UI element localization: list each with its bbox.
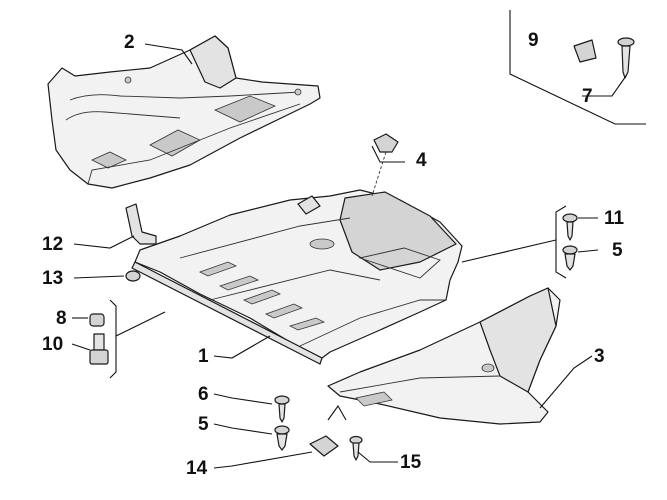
callout-5-right: 5 <box>612 240 623 261</box>
callout-7: 7 <box>582 86 593 107</box>
callout-1: 1 <box>198 346 209 367</box>
part-14-clip-plate <box>309 435 339 457</box>
part-6-screw <box>274 395 290 423</box>
callout-11: 11 <box>604 208 625 229</box>
callout-14: 14 <box>186 458 208 479</box>
part-3-side-shield <box>327 287 561 425</box>
grouping-lines <box>109 10 646 421</box>
callout-2: 2 <box>124 32 135 53</box>
part-13-bush <box>125 270 141 282</box>
part-5-clip-right <box>562 245 578 271</box>
callout-labels: 2 9 7 4 11 5 12 13 8 10 1 3 6 5 14 15 <box>42 30 625 479</box>
callout-9: 9 <box>528 30 539 51</box>
callout-6: 6 <box>198 384 209 405</box>
part-5-clip-bottom <box>274 425 290 451</box>
part-8-nut <box>89 313 105 327</box>
part-1-main-shield <box>131 189 463 365</box>
part-4-clip-nut <box>371 133 399 197</box>
callout-13: 13 <box>42 268 63 289</box>
part-15-screw <box>349 435 363 461</box>
part-7-screw <box>617 37 635 79</box>
callout-4: 4 <box>416 150 427 171</box>
callout-12: 12 <box>42 234 63 255</box>
part-9-rivet <box>573 39 597 63</box>
callout-15: 15 <box>400 452 422 473</box>
part-10-bolt <box>89 333 109 365</box>
leader-lines <box>71 43 627 469</box>
part-2-upper-shield <box>47 35 321 189</box>
part-11-screw <box>562 213 578 241</box>
callout-10: 10 <box>42 334 63 355</box>
part-12-bracket <box>125 203 157 245</box>
callout-3: 3 <box>594 346 605 367</box>
callout-5-bottom: 5 <box>198 414 209 435</box>
callout-8: 8 <box>56 308 67 329</box>
